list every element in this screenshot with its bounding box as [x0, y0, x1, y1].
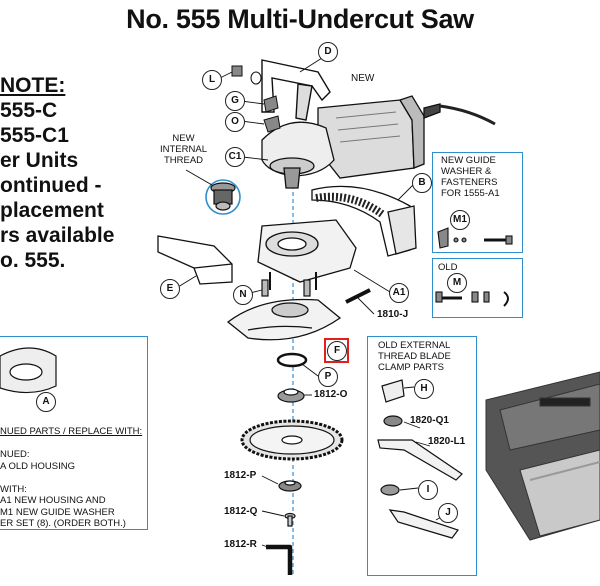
callout-m: M [447, 273, 467, 293]
callout-b: B [412, 173, 432, 193]
part-number-1812-o: 1812-O [314, 389, 348, 400]
caption-line: THREAD [163, 155, 204, 166]
callout-e: E [160, 279, 180, 299]
old-washer-box [432, 258, 523, 318]
handle-part [261, 59, 331, 121]
new-label: NEW [351, 73, 375, 84]
guide-part [157, 235, 233, 285]
part-number-1812-r: 1812-R [224, 539, 257, 550]
saw-blade [240, 419, 344, 461]
nut-1812p [278, 480, 302, 492]
disc-line: M1 NEW GUIDE WASHER [0, 506, 115, 518]
guide-washer-parts [437, 227, 513, 249]
caption-line: INTERNAL [160, 144, 207, 155]
disc-line: A1 NEW HOUSING AND [0, 495, 106, 506]
motor-body [317, 95, 496, 179]
small-parts [231, 65, 281, 133]
old-washer-parts [435, 291, 509, 307]
caption-line: WASHER & [441, 166, 492, 177]
disc-line [0, 472, 142, 484]
old-external-caption: OLD EXTERNAL THREAD BLADE CLAMP PARTS [378, 340, 451, 373]
part-number-1820-l1: 1820-L1 [428, 436, 466, 447]
washer-p [276, 352, 308, 368]
note-line: rs available [0, 224, 115, 247]
callout-d: D [318, 42, 338, 62]
callout-l: L [202, 70, 222, 90]
caption-line: OLD EXTERNAL [378, 340, 451, 351]
callout-o: O [225, 112, 245, 132]
caption-line: FASTENERS [441, 177, 498, 188]
caption-line: THREAD BLADE [378, 351, 451, 362]
bolt-n [261, 279, 311, 297]
callout-p: P [318, 367, 338, 387]
caption-line: CLAMP PARTS [378, 362, 444, 373]
part-number-1820-q1: 1820-Q1 [410, 415, 449, 426]
gear-head [261, 121, 335, 189]
part-number-1812-p: 1812-P [224, 470, 257, 481]
pin-1810j [345, 288, 371, 304]
note-line: 555-C [0, 99, 58, 122]
old-caption: OLD [438, 262, 458, 273]
discontinued-note: NOTE: 555-C 555-C1 er Units ontinued - p… [0, 73, 160, 273]
housing-part [257, 219, 357, 290]
flange-1812o [277, 388, 305, 403]
disc-line: WITH: [0, 483, 27, 495]
hex-key-1812r [266, 544, 293, 575]
screw-1812q [284, 512, 296, 527]
discontinued-parts-text: NUED PARTS / REPLACE WITH: NUED: A OLD H… [0, 426, 142, 530]
disc-line: NUED PARTS / REPLACE WITH: [0, 426, 143, 437]
part-number-1810-j: 1810-J [377, 309, 409, 320]
callout-a: A [36, 392, 56, 412]
new-guide-caption: NEW GUIDE WASHER & FASTENERS FOR 1555-A1 [441, 155, 500, 199]
old-external-thread-box [367, 336, 477, 576]
note-line: placement [0, 199, 104, 222]
callout-c1: C1 [225, 147, 245, 167]
callout-f: F [327, 341, 347, 361]
callout-g: G [225, 91, 245, 111]
disc-line [0, 438, 142, 450]
blade-guard [311, 185, 417, 257]
old-housing-a [0, 347, 57, 394]
highlight-box [324, 338, 349, 363]
callout-i: I [418, 480, 438, 500]
callout-m1: M1 [450, 210, 470, 230]
caption-line: NEW GUIDE [441, 155, 496, 166]
product-photo [485, 371, 600, 541]
callout-n: N [233, 285, 253, 305]
discontinued-parts-box [0, 336, 148, 530]
page-title: No. 555 Multi-Undercut Saw [126, 4, 474, 34]
callout-a1: A1 [389, 283, 409, 303]
callout-h: H [414, 379, 434, 399]
caption-line: NEW [172, 133, 195, 144]
note-line: o. 555. [0, 249, 66, 272]
internal-thread-caption: NEW INTERNAL THREAD [160, 133, 207, 166]
disc-line: ER SET (8). (ORDER BOTH.) [0, 518, 126, 529]
note-heading: NOTE: [0, 74, 66, 97]
part-number-1812-q: 1812-Q [224, 506, 258, 517]
old-clamp-parts [377, 379, 463, 539]
note-line: ontinued - [0, 174, 102, 197]
caption-line: FOR 1555-A1 [441, 188, 500, 199]
new-guide-washer-box [432, 152, 523, 253]
plate-f [226, 298, 342, 341]
note-line: 555-C1 [0, 124, 69, 147]
disc-line: NUED: [0, 449, 30, 460]
callout-j: J [438, 503, 458, 523]
thread-detail [185, 169, 241, 215]
note-line: er Units [0, 149, 79, 172]
disc-line: A OLD HOUSING [0, 460, 75, 472]
